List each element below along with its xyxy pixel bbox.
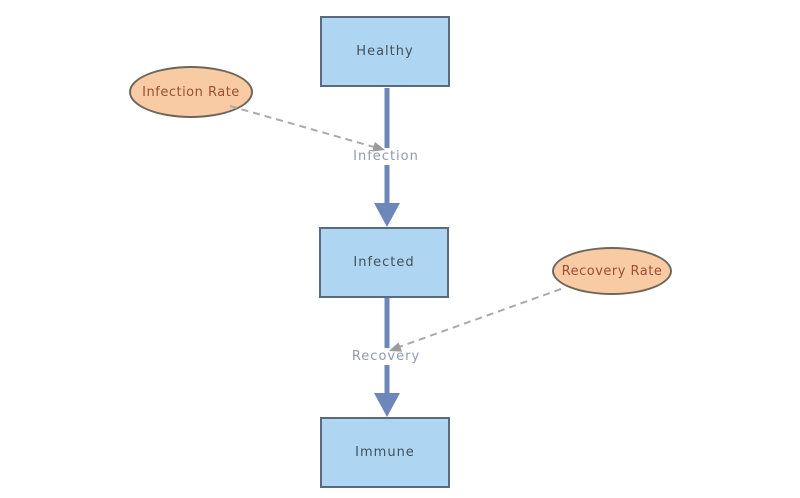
flow-arrow-infection <box>374 88 400 227</box>
stock-immune-label: Immune <box>355 445 415 460</box>
stock-immune[interactable]: Immune <box>320 417 450 488</box>
flow-label-recovery[interactable]: Recovery <box>348 348 424 365</box>
flow-label-infection-text: Infection <box>353 149 419 164</box>
variable-recovery-rate-label: Recovery Rate <box>561 263 663 279</box>
variable-infection-rate[interactable]: Infection Rate <box>129 66 253 118</box>
stock-healthy-label: Healthy <box>356 44 414 59</box>
stock-infected[interactable]: Infected <box>319 227 449 298</box>
stock-healthy[interactable]: Healthy <box>320 16 450 87</box>
flow-arrow-recovery <box>374 297 400 417</box>
variable-recovery-rate[interactable]: Recovery Rate <box>552 247 672 295</box>
flow-label-infection[interactable]: Infection <box>350 148 422 165</box>
stock-infected-label: Infected <box>353 255 415 270</box>
flow-label-recovery-text: Recovery <box>351 349 421 364</box>
variable-infection-rate-label: Infection Rate <box>142 84 240 100</box>
